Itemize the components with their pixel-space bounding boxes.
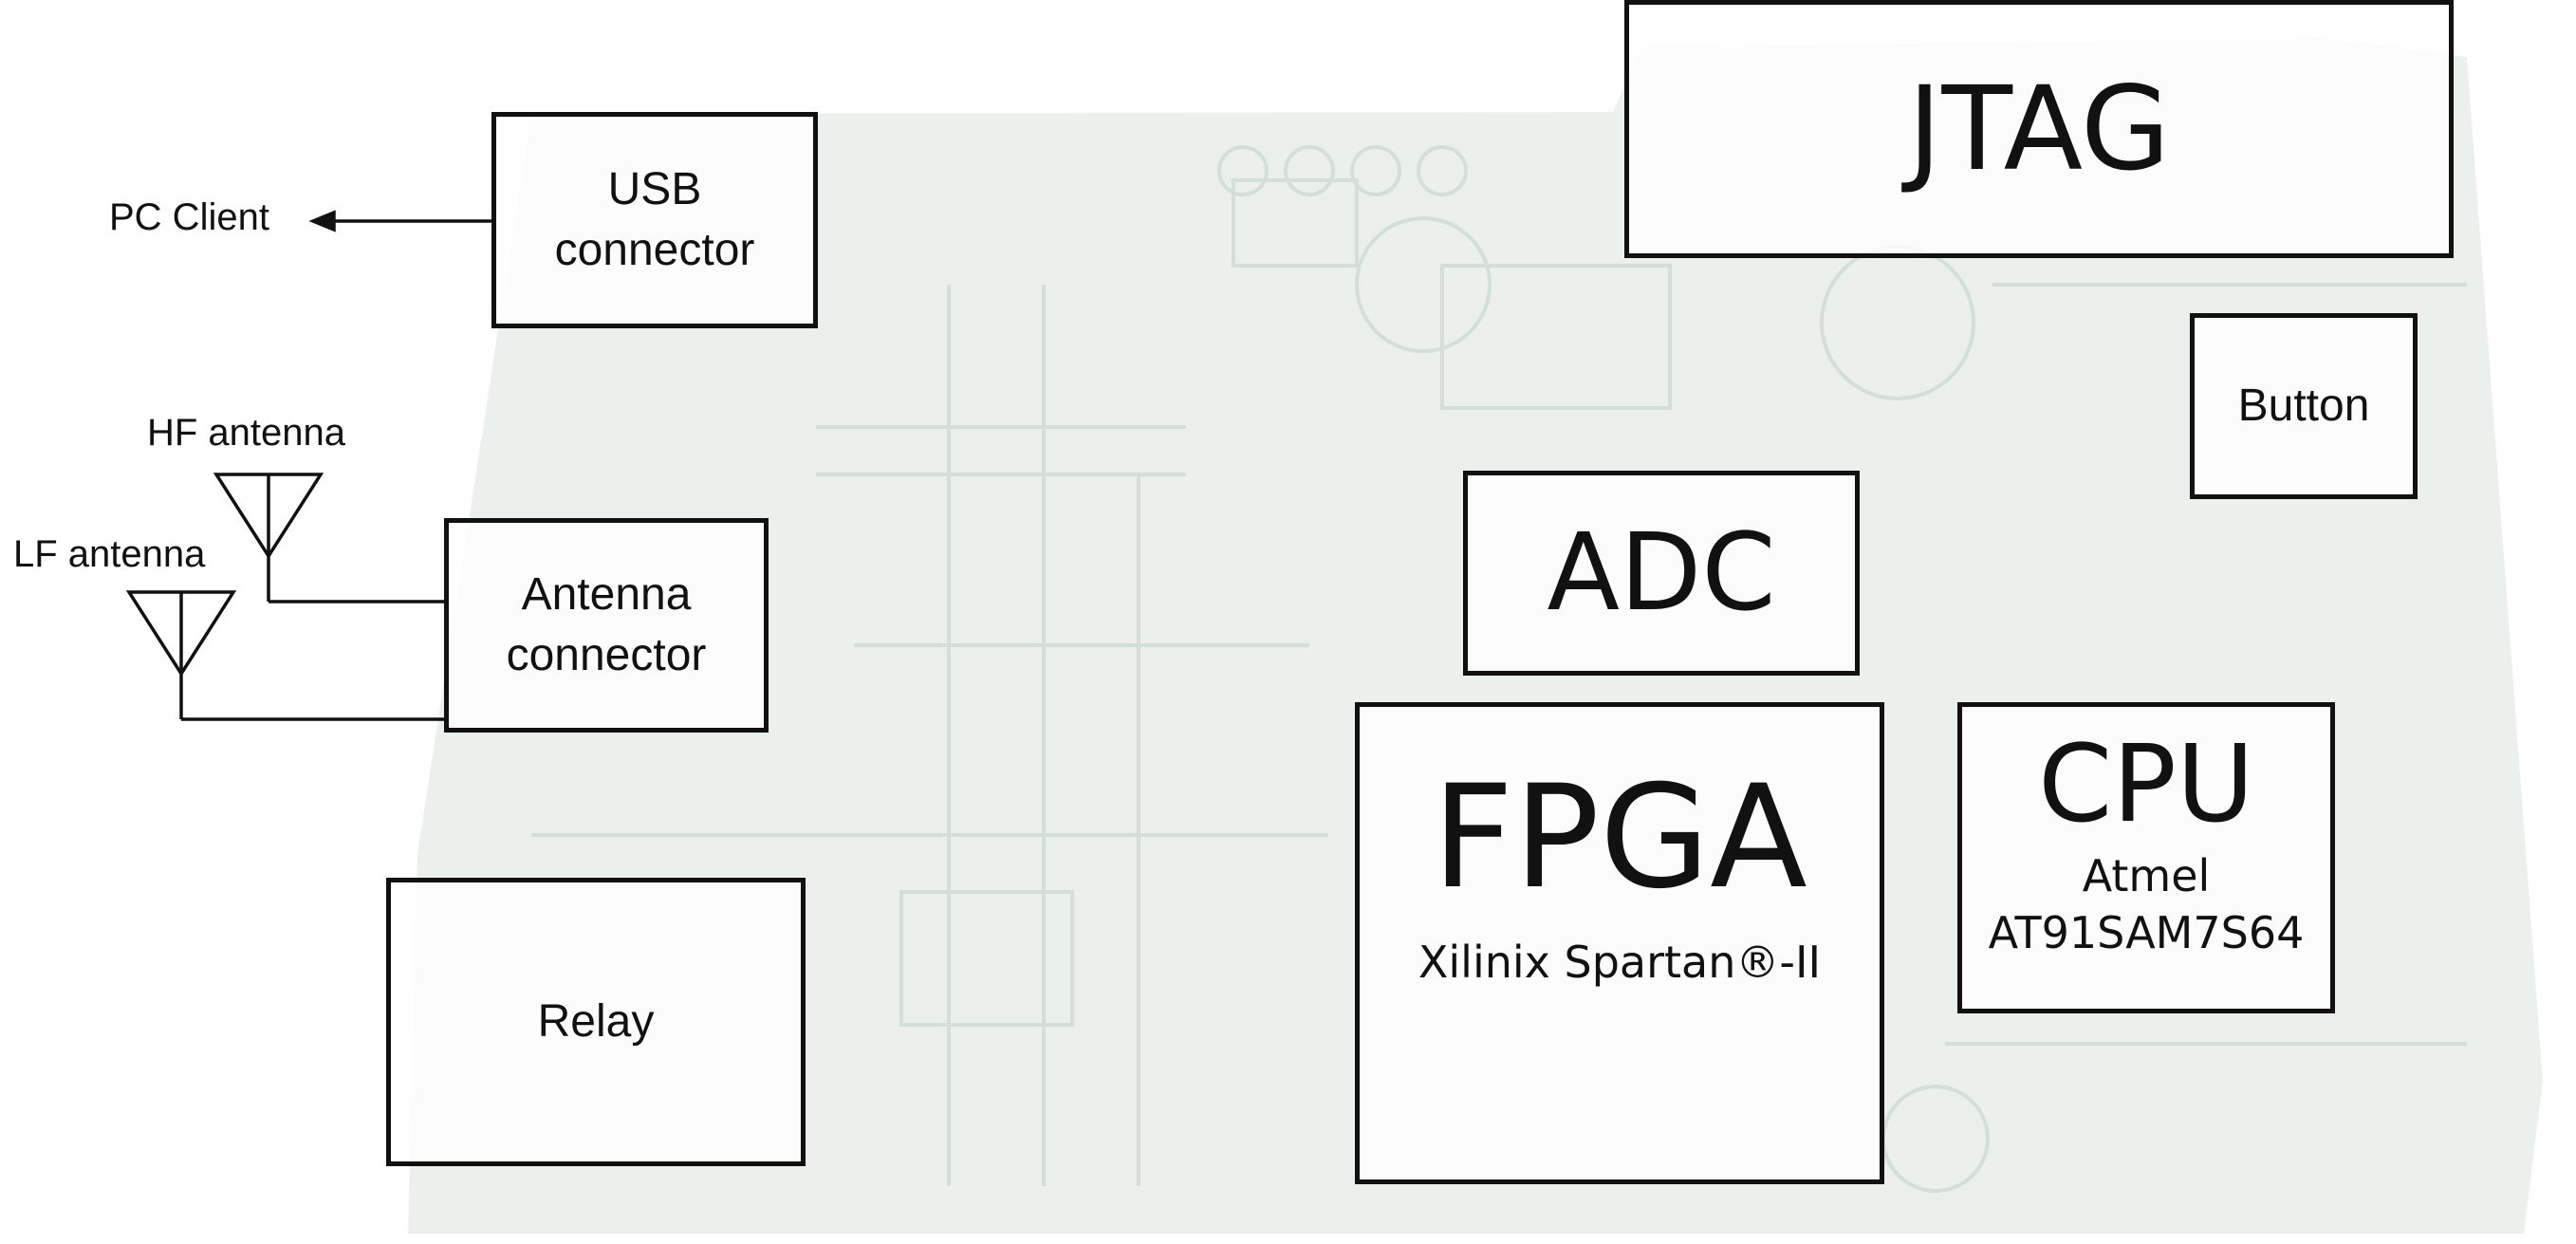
hf-antenna-icon [213,473,446,603]
cpu-vendor: Atmel [2082,850,2211,901]
usb-connector-line2: connector [554,225,755,275]
cpu-block: CPU Atmel AT91SAM7S64 [1957,702,2335,1013]
lf-antenna-icon [125,590,446,721]
pc-client-arrowhead [308,210,336,232]
cpu-title: CPU [2038,723,2254,846]
jtag-title: JTAG [1907,62,2171,196]
antenna-connector-block: Antenna connector [444,518,769,733]
usb-connector-line1: USB [607,164,702,214]
hf-antenna-label: HF antenna [147,412,346,454]
cpu-model: AT91SAM7S64 [1988,907,2305,958]
antenna-connector-line1: Antenna [521,569,692,620]
fpga-block: FPGA Xilinix Spartan®-II [1355,702,1884,1184]
relay-title: Relay [537,996,655,1047]
button-title: Button [2237,381,2370,431]
jtag-block: JTAG [1624,0,2454,258]
fpga-title: FPGA [1432,755,1807,920]
antenna-connector-line2: connector [506,630,707,680]
relay-block: Relay [386,878,806,1166]
lf-antenna-label: LF antenna [13,533,206,575]
button-block: Button [2190,313,2418,499]
fpga-subtitle: Xilinix Spartan®-II [1418,937,1822,988]
usb-connector-block: USB connector [491,112,818,328]
pc-client-label: PC Client [109,196,269,238]
adc-block: ADC [1463,471,1860,676]
adc-title: ADC [1547,511,1776,635]
